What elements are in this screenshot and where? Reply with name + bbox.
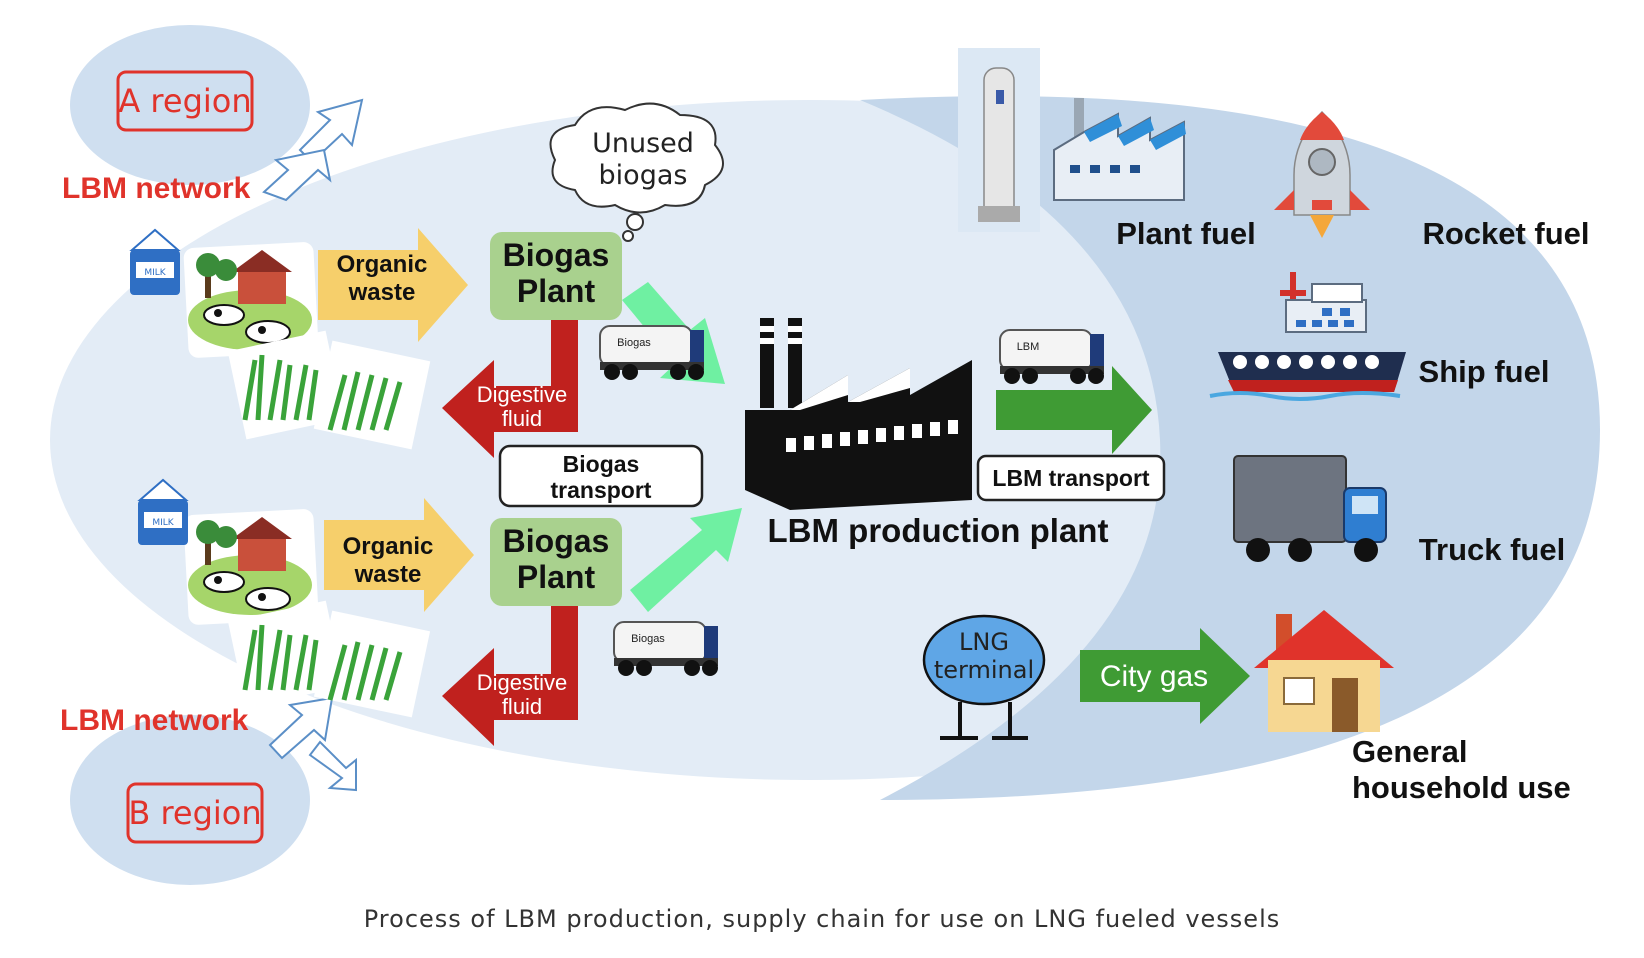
unused-biogas-line1: Unused [592, 128, 694, 159]
household-use-line2: household use [1352, 770, 1571, 805]
rocket-icon [1274, 110, 1370, 238]
lng-terminal-line2: terminal [934, 656, 1034, 684]
truck-fuel-label: Truck fuel [1419, 532, 1565, 567]
biogas-plant-top-line2: Plant [517, 273, 596, 309]
biogas-transport-line2: transport [551, 477, 652, 503]
a-region-label: A region [118, 82, 251, 120]
figure-caption: Process of LBM production, supply chain … [363, 905, 1281, 933]
organic-waste-top-line1: Organic [337, 251, 428, 278]
ship-fuel-label: Ship fuel [1419, 354, 1550, 389]
network-arrows-top [262, 98, 364, 202]
lbm-production-plant-label: LBM production plant [768, 512, 1109, 549]
biogas-plant-bottom-line1: Biogas [503, 523, 610, 559]
household-use-line1: General [1352, 734, 1467, 769]
a-region-box [116, 70, 254, 132]
b-region-label: B region [128, 794, 261, 832]
biogas-truck-icon-bottom: Biogas [613, 621, 718, 676]
house-icon [1254, 610, 1394, 732]
biogas-plant-box-top [490, 232, 622, 320]
grass-images-bottom [227, 600, 431, 718]
lng-terminal-icon [922, 614, 1046, 740]
lbm-truck-icon: LBM [999, 329, 1104, 384]
biogas-truck-icon-top: Biogas [599, 325, 704, 380]
biogas-plant-top-line1: Biogas [503, 237, 610, 273]
organic-waste-bottom-line2: waste [354, 561, 422, 588]
lbm-transport-arrow [996, 366, 1152, 454]
unused-biogas-line2: biogas [599, 160, 688, 191]
digestive-fluid-arrow-bottom [442, 603, 578, 746]
milk-carton-icon-bottom: MILK [137, 478, 189, 545]
lng-terminal-line1: LNG [959, 628, 1009, 656]
digestive-fluid-arrow-top [442, 318, 578, 458]
truck-icon [1233, 455, 1387, 562]
farm-scene-top [183, 242, 319, 358]
svg-text:MILK: MILK [152, 518, 174, 528]
organic-waste-arrow-top [318, 228, 468, 342]
right-ellipse-zone [860, 96, 1600, 801]
digestive-fluid-bottom-line2: fluid [502, 694, 542, 719]
unused-biogas-cloud [549, 102, 724, 242]
organic-waste-arrow-bottom [324, 498, 474, 612]
lbm-truck-label: LBM [1017, 341, 1040, 353]
milk-carton-icon-top: MILK [129, 228, 181, 295]
biogas-transport-line1: Biogas [563, 451, 640, 477]
biogas-transport-box [498, 444, 704, 508]
city-gas-arrow [1080, 628, 1250, 724]
svg-text:MILK: MILK [144, 268, 166, 278]
b-region-box [126, 782, 264, 844]
network-arrows-bottom [268, 696, 357, 792]
grass-images-top [227, 330, 431, 450]
lbm-transport-box [976, 454, 1166, 502]
biogas-truck-bottom-label: Biogas [631, 633, 665, 645]
plant-fuel-factory-icon [1053, 98, 1186, 201]
lbm-transport-label: LBM transport [992, 465, 1150, 491]
plant-fuel-label: Plant fuel [1116, 216, 1256, 251]
city-gas-label: City gas [1100, 660, 1208, 693]
lbm-network-label-top: LBM network [62, 172, 251, 205]
digestive-fluid-top-line1: Digestive [477, 382, 567, 407]
biogas-plant-bottom-line2: Plant [517, 559, 596, 595]
organic-waste-top-line2: waste [348, 279, 416, 306]
rocket-fuel-label: Rocket fuel [1422, 216, 1589, 251]
factory-icon [745, 318, 972, 510]
organic-waste-bottom-line1: Organic [343, 533, 434, 560]
digestive-fluid-top-line2: fluid [502, 406, 542, 431]
digestive-fluid-bottom-line1: Digestive [477, 670, 567, 695]
lng-storage-tank-icon [958, 48, 1040, 232]
biogas-plant-box-bottom [490, 518, 622, 606]
farm-scene-bottom [183, 509, 319, 625]
a-region-bubble [70, 25, 310, 185]
biogas-flow-arrow-bottom [630, 508, 742, 612]
lbm-network-label-bottom: LBM network [60, 704, 249, 737]
biogas-truck-top-label: Biogas [617, 337, 651, 349]
ship-icon [1209, 272, 1406, 401]
